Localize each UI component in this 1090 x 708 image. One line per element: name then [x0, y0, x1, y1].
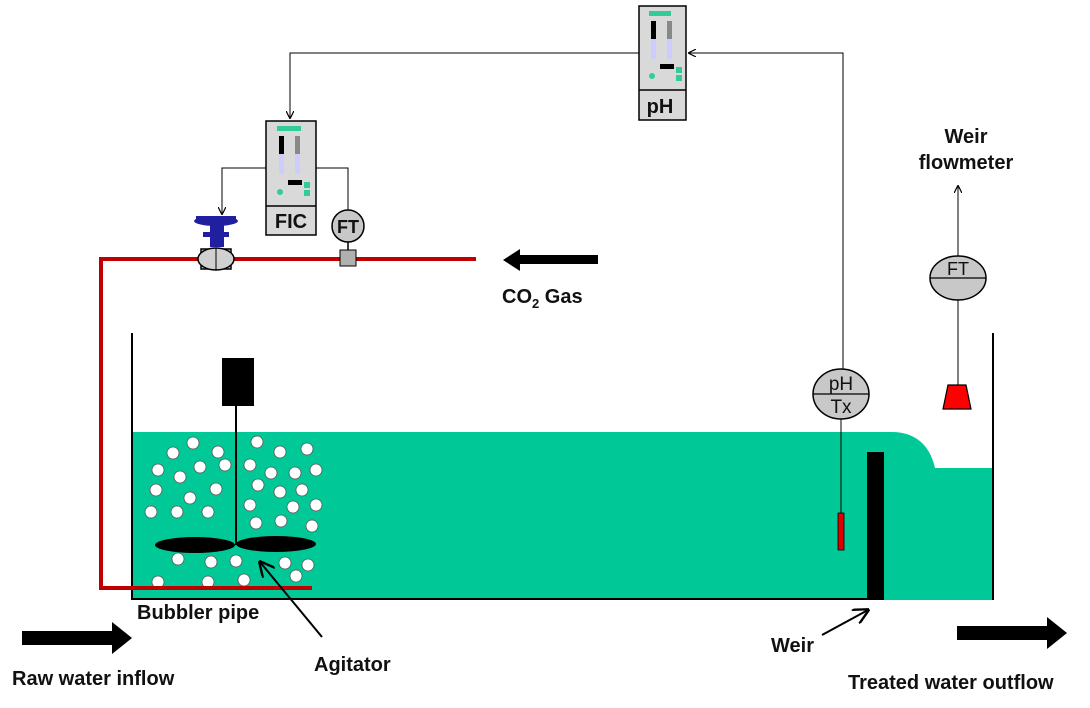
weir-pointer [821, 610, 868, 636]
level-sensor [942, 384, 972, 410]
ph-transmitter: pH Tx [812, 368, 870, 551]
gas-ft-label: FT [337, 217, 359, 237]
raw-water-inflow-label: Raw water inflow [12, 668, 175, 690]
fic-controller: FIC [265, 120, 317, 236]
signal-lines [222, 53, 958, 385]
co2-flow-arrow [503, 249, 598, 271]
gas-bubbles [144, 435, 323, 589]
agitator [155, 358, 316, 553]
weir-label: Weir [771, 635, 814, 657]
agitator-pointer [260, 562, 323, 638]
weir-flow-transmitter: FT [929, 255, 987, 410]
weir-flowmeter-label-line1: Weir [945, 126, 988, 148]
raw-water-inflow-arrow [22, 622, 132, 654]
co2-gas-pipe [99, 257, 476, 590]
control-valve [194, 216, 238, 271]
ph-tx-line1: pH [829, 374, 853, 395]
weir-ft-label: FT [947, 259, 969, 279]
weir-flowmeter-label-line2: flowmeter [919, 152, 1014, 174]
co2-gas-subscript: 2 [532, 296, 539, 311]
fic-label: FIC [275, 211, 307, 233]
treated-water-outflow-arrow [957, 617, 1067, 649]
treated-water-outflow-label: Treated water outflow [848, 672, 1054, 694]
agitator-label: Agitator [314, 654, 391, 676]
weir-plate [867, 452, 884, 600]
tank-walls [131, 333, 994, 600]
co2-gas-prefix: CO [502, 286, 532, 308]
ph-controller: pH [638, 5, 687, 121]
co2-gas-label: CO2 Gas [502, 286, 583, 311]
bubbler-pipe-label: Bubbler pipe [137, 602, 259, 624]
ph-controller-label: pH [647, 96, 674, 118]
ph-tx-line2: Tx [830, 397, 852, 418]
ph-probe [837, 512, 845, 551]
co2-gas-suffix: Gas [539, 286, 582, 308]
tank-water [132, 432, 992, 600]
